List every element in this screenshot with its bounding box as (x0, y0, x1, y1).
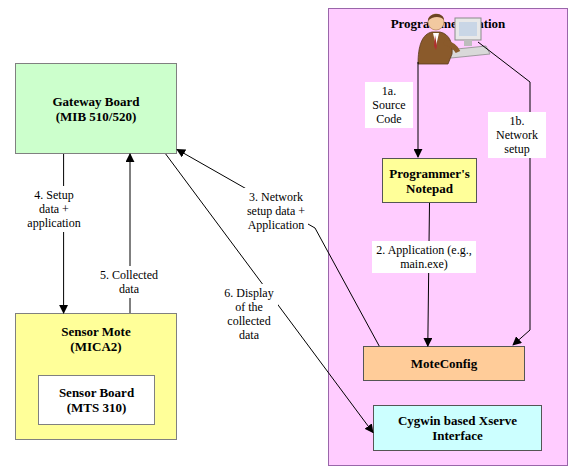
flow-arrow (63, 154, 64, 313)
step-label: 1b. Network setup (488, 112, 546, 158)
node-label: MoteConfig (411, 356, 477, 371)
monitor (455, 18, 481, 40)
node-label: Programmer Station (391, 16, 506, 31)
edge-label: 5. Collected data (96, 266, 162, 298)
person-arm (444, 42, 458, 52)
keyboard (447, 46, 490, 58)
person-suit (418, 32, 452, 64)
flow-arrow (166, 154, 373, 433)
node-label: Sensor Board (MTS 310) (47, 385, 147, 415)
person-head (428, 14, 444, 30)
monitor-stand (464, 40, 472, 46)
step-label: 1a. Source Code (365, 82, 413, 128)
person-hair (428, 14, 444, 21)
monitor-screen (459, 22, 477, 36)
node-label: Programmer's Notepad (384, 166, 476, 196)
station-band: Programmer StationProgrammer's NotepadMo… (328, 8, 568, 466)
mote-box: Sensor Mote (MICA2) Sensor Board (MTS 310… (15, 313, 177, 440)
person-shirt (433, 33, 439, 46)
edge-label: 3. Network setup data + Application (244, 188, 308, 234)
node-label: Cygwin based Xserve Interface (383, 413, 533, 443)
source-code-arrow (418, 62, 419, 157)
programmer-illustration (418, 14, 490, 64)
person-tie (434, 35, 437, 50)
edge-label: 6. Display of the collected data (220, 284, 278, 344)
network-setup-arrow (478, 42, 530, 345)
xserve-box: Cygwin based Xserve Interface (373, 405, 542, 451)
moteconfig-box: MoteConfig (363, 346, 525, 381)
sensor-board-box: Sensor Board (MTS 310) (38, 375, 155, 425)
gateway-box: Gateway Board (MIB 510/520) (15, 63, 177, 154)
edge-label: 4. Setup data + application (24, 186, 84, 232)
notepad-box: Programmer's Notepad (382, 158, 477, 203)
edge-label: 2. Application (e.g., main.exe) (372, 241, 476, 273)
node-label: Gateway Board (MIB 510/520) (40, 94, 152, 124)
node-label: Sensor Mote (MICA2) (46, 324, 146, 354)
flow-arrow (428, 203, 430, 346)
flow-arrow (177, 149, 379, 346)
